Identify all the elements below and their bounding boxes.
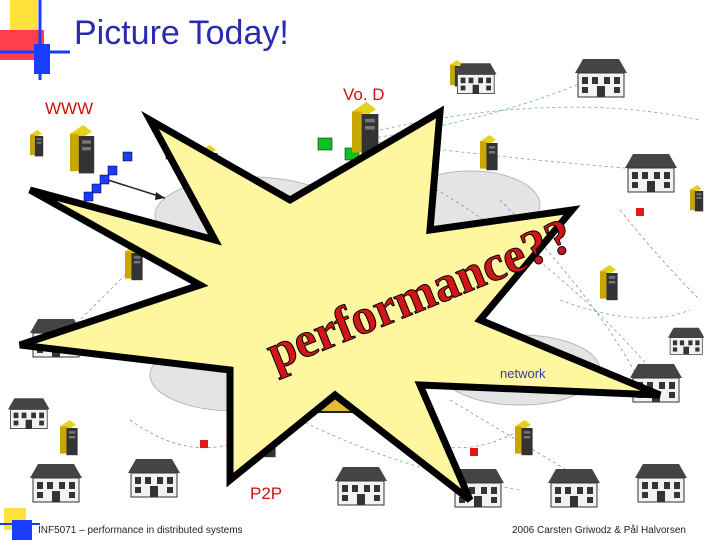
footer-left: INF5071 – performance in distributed sys… <box>38 525 243 536</box>
logo-squares-bottom <box>0 508 40 540</box>
page-title: Picture Today! <box>74 14 289 52</box>
p2p-label: P2P <box>250 484 283 503</box>
burst-shape <box>18 105 662 503</box>
network-label: network <box>500 366 546 381</box>
logo-squares <box>0 0 70 80</box>
www-label: WWW <box>45 99 94 118</box>
vod-label: Vo. D <box>343 85 385 104</box>
footer-right: 2006 Carsten Griwodz & Pål Halvorsen <box>512 525 686 536</box>
